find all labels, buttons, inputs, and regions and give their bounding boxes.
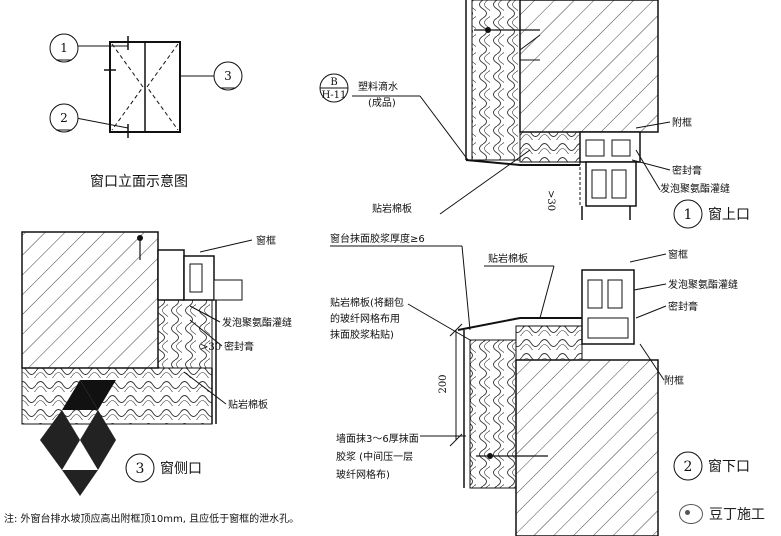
detail1-label-subframe: 附框	[672, 116, 692, 129]
detail2-wall-line3: 玻纤网格布)	[336, 468, 390, 481]
footnote: 注: 外窗台排水坡顶应高出附框顶10mm, 且应低于窗框的泄水孔。	[4, 512, 299, 525]
detail1-dim: >30	[545, 190, 556, 211]
detail-window-top: B H-11 塑料滴水 (成品) 附框 密封膏 发泡聚氨酯灌缝 贴岩棉板 >30…	[319, 0, 750, 229]
detail2-mesh-line2: 的玻纤网格布用	[330, 312, 400, 325]
callout-1: 1	[60, 41, 68, 55]
detail2-label-frame: 窗框	[668, 248, 688, 261]
detail1-number: 1	[684, 207, 693, 223]
detail2-label-foam: 发泡聚氨酯灌缝	[668, 278, 738, 291]
detail2-label-sill-plaster: 窗台抹面胶浆厚度≥6	[330, 232, 425, 245]
watermark: 豆丁施工	[679, 504, 765, 524]
detail3-label-wool: 贴岩棉板	[228, 398, 268, 411]
elevation-title: 窗口立面示意图	[90, 173, 188, 190]
detail3-label-frame: 窗框	[256, 234, 276, 247]
detail3-label-sealant: 密封膏	[224, 340, 254, 353]
detail1-label-foam: 发泡聚氨酯灌缝	[660, 182, 730, 195]
detail2-title: 窗下口	[708, 458, 750, 475]
window-elevation: 1 2 3 窗口立面示意图	[49, 33, 243, 190]
detail3-number: 3	[136, 461, 145, 477]
detail-window-side: 窗框 发泡聚氨酯灌缝 密封膏 贴岩棉板 >30 3 窗侧口	[21, 231, 292, 496]
detail2-label-sealant: 密封膏	[668, 300, 698, 313]
detail1-tag-bottom: H-11	[322, 90, 347, 101]
detail3-dim: >30	[200, 342, 221, 353]
detail2-dim: 200	[438, 374, 449, 393]
drip-note: (成品)	[368, 97, 396, 109]
detail2-mesh-line1: 贴岩棉板(将翻包	[330, 296, 404, 309]
detail3-title: 窗侧口	[160, 460, 202, 477]
detail1-label-sealant: 密封膏	[672, 164, 702, 177]
detail1-tag-top: B	[330, 77, 337, 88]
detail-window-sill: 窗台抹面胶浆厚度≥6 贴岩棉板 窗框 发泡聚氨酯灌缝 密封膏 附框 贴岩棉板(将…	[330, 232, 750, 536]
drip-label: 塑料滴水	[358, 80, 398, 93]
detail2-wall-line1: 墙面抹3～6厚抹面	[336, 432, 419, 445]
watermark-text: 豆丁施工	[709, 507, 765, 523]
watermark-logo-icon	[679, 504, 703, 524]
detail2-number: 2	[684, 459, 693, 475]
detail1-title: 窗上口	[708, 206, 750, 223]
callout-3: 3	[224, 69, 232, 83]
detail2-wall-line2: 胶浆 (中间压一层	[336, 450, 413, 463]
detail2-label-wool: 贴岩棉板	[488, 252, 528, 265]
detail2-mesh-line3: 抹面胶浆粘贴)	[330, 328, 394, 341]
detail2-label-subframe: 附框	[664, 374, 684, 387]
callout-2: 2	[60, 111, 68, 125]
detail3-label-foam: 发泡聚氨酯灌缝	[222, 316, 292, 329]
detail1-label-wool: 贴岩棉板	[372, 202, 412, 215]
